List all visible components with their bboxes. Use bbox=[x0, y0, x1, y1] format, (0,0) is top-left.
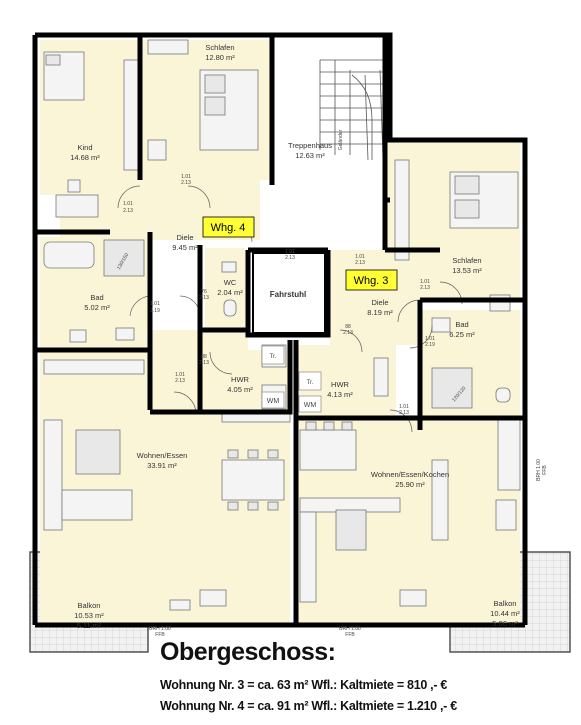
dim-door-5: 1.01 bbox=[181, 174, 191, 180]
room-area-wc: 2.04 m² bbox=[217, 288, 243, 297]
floor-title: Obergeschoss: bbox=[160, 638, 336, 666]
room-name-kind: Kind bbox=[77, 143, 92, 152]
stair-railing-label: Geländer bbox=[338, 129, 344, 150]
washing-machine-label-4: WM bbox=[267, 398, 280, 405]
brh-mid-ffb: FFB bbox=[345, 632, 355, 638]
dim-door-1: 1.01 bbox=[123, 201, 133, 207]
stairs: Geländer bbox=[319, 59, 385, 161]
dim-door-11: 1.01 bbox=[399, 404, 409, 410]
room-name-wohnen-3: Wohnen/Essen/Kochen bbox=[371, 470, 449, 479]
room-name-hwr-4: HWR bbox=[231, 375, 249, 384]
room-area-hwr-4: 4.05 m² bbox=[227, 385, 253, 394]
dim-door-9b: 2.19 bbox=[425, 342, 435, 348]
dim-door-9: 1.01 bbox=[425, 336, 435, 342]
dim-door-5b: 2.13 bbox=[181, 180, 191, 186]
room-area-schlafen-3: 13.53 m² bbox=[452, 266, 482, 275]
dim-door-3: 88 bbox=[201, 354, 207, 360]
apartment-tag-3-label: Whg. 3 bbox=[354, 275, 389, 287]
apartment-3-rent-line: Wohnung Nr. 3 = ca. 63 m² Wfl.: Kaltmiet… bbox=[160, 678, 448, 692]
room-area-bad-4: 5.02 m² bbox=[84, 303, 110, 312]
walls bbox=[32, 32, 528, 628]
dim-door-2b: 2.19 bbox=[150, 308, 160, 314]
dim-door-12: 1.01 bbox=[355, 254, 365, 260]
room-area-wohnen-4: 33.91 m² bbox=[147, 461, 177, 470]
apartment-tag-4-label: Whg. 4 bbox=[211, 222, 246, 234]
dim-door-4: 76 bbox=[201, 289, 207, 295]
dim-door-7b: 2.13 bbox=[285, 255, 295, 261]
room-area-diele-3: 8.19 m² bbox=[367, 308, 393, 317]
brh-right-ffb: FFB bbox=[542, 465, 548, 475]
dim-door-10: 88 bbox=[345, 324, 351, 330]
dim-door-2: 1.01 bbox=[150, 301, 160, 307]
room-area-kind: 14.68 m² bbox=[70, 153, 100, 162]
room-area-schlafen-4: 12.80 m² bbox=[205, 53, 235, 62]
room-name-diele-4: Diele bbox=[176, 233, 193, 242]
room-name-hwr-3: HWR bbox=[331, 380, 349, 389]
room-name-schlafen-3: Schlafen bbox=[452, 256, 481, 265]
apartment-tag-4: Whg. 4 bbox=[202, 216, 255, 238]
room-name-wohnen-4: Wohnen/Essen bbox=[137, 451, 188, 460]
dimension-labels: 1.01 2.13 1.01 2.19 88 2.13 76 2.13 1.01… bbox=[123, 174, 548, 638]
dim-door-4b: 2.13 bbox=[199, 295, 209, 301]
room-area-balkon-4: 10.53 m² bbox=[74, 611, 104, 620]
room-name-balkon-4: Balkon bbox=[78, 601, 101, 610]
dim-door-7: 1.01 bbox=[285, 249, 295, 255]
stairwell bbox=[272, 40, 385, 250]
room-area-wohnen-3: 25.90 m² bbox=[395, 480, 425, 489]
dim-door-6: 1.01 bbox=[175, 372, 185, 378]
dim-door-8: 1.01 bbox=[420, 279, 430, 285]
brh-left-ffb: FFB bbox=[155, 632, 165, 638]
room-area-balkon-3: 10.44 m² bbox=[490, 609, 520, 618]
brh-left: BRH 1.00 bbox=[149, 626, 171, 632]
room-name-bad-3: Bad bbox=[455, 320, 468, 329]
room-area-treppenhaus: 12.63 m² bbox=[295, 151, 325, 160]
room-area-diele-4: 9.45 m² bbox=[172, 243, 198, 252]
room-name-wc: WC bbox=[224, 278, 237, 287]
dryer-label-4: Tr. bbox=[270, 354, 277, 360]
room-name-bad-4: Bad bbox=[90, 293, 103, 302]
dim-door-12b: 2.13 bbox=[355, 260, 365, 266]
washing-machine-label-3: WM bbox=[304, 402, 317, 409]
room-labels: Schlafen 12.80 m² Kind 14.68 m² Treppenh… bbox=[70, 43, 520, 630]
dim-door-1b: 2.13 bbox=[123, 208, 133, 214]
dim-door-6b: 2.13 bbox=[175, 378, 185, 384]
room-name-balkon-3: Balkon bbox=[494, 599, 517, 608]
apartment-4-rent-line: Wohnung Nr. 4 = ca. 91 m² Wfl.: Kaltmiet… bbox=[160, 699, 457, 713]
brh-mid: BRH 1.00 bbox=[339, 626, 361, 632]
dim-door-3b: 2.13 bbox=[199, 360, 209, 366]
room-name-fahrstuhl: Fahrstuhl bbox=[270, 290, 306, 299]
furniture-whg3: 120/120 bbox=[299, 159, 521, 607]
brh-right: BRH 1.00 bbox=[536, 459, 542, 481]
room-name-schlafen-4: Schlafen bbox=[205, 43, 234, 52]
dim-door-11b: 2.13 bbox=[399, 410, 409, 416]
room-area-bad-3: 6.25 m² bbox=[449, 330, 475, 339]
room-area2-balkon-4: 5.11 m² bbox=[77, 621, 102, 630]
room-area2-balkon-3: 5.06 m² bbox=[492, 619, 518, 628]
elevator bbox=[250, 250, 325, 332]
room-name-diele-3: Diele bbox=[371, 298, 388, 307]
room-name-treppenhaus: Treppenhaus bbox=[288, 141, 332, 150]
dim-door-10b: 2.13 bbox=[343, 330, 353, 336]
dim-door-8b: 2.13 bbox=[420, 285, 430, 291]
fixture-labels: WM Tr. WM Tr. bbox=[261, 345, 322, 413]
room-area-hwr-3: 4.13 m² bbox=[327, 390, 353, 399]
dryer-label-3: Tr. bbox=[307, 380, 314, 386]
elevator-shaft bbox=[252, 252, 326, 334]
apartment-tag-3: Whg. 3 bbox=[345, 269, 398, 291]
